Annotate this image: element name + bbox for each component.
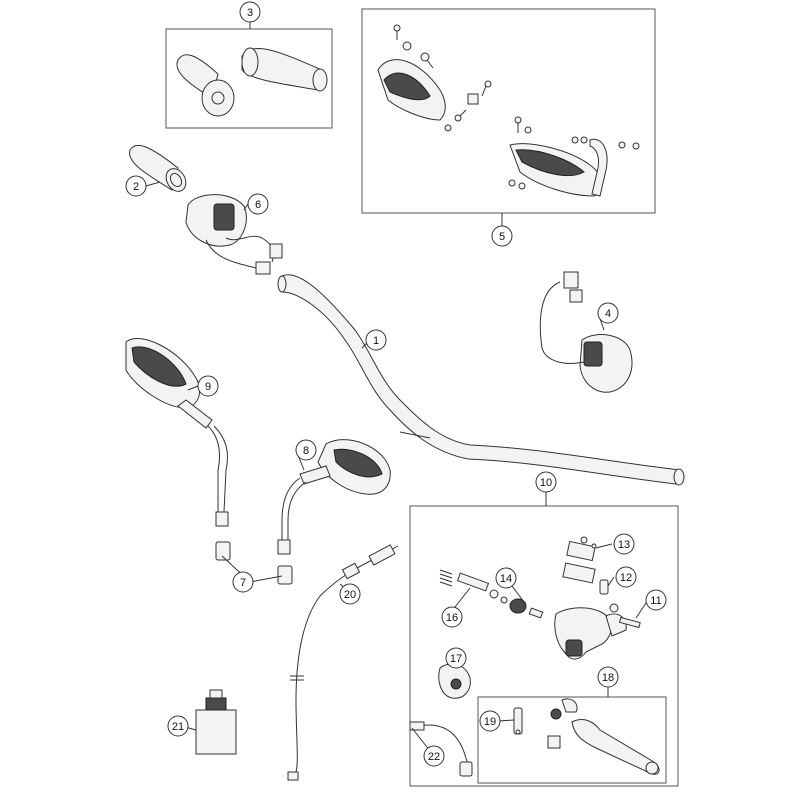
piston-spring-parts <box>439 569 508 604</box>
callout-circle <box>239 1 261 23</box>
callout-circle <box>645 589 667 611</box>
callout-label: 7 <box>240 577 246 589</box>
callout-label: 12 <box>620 572 632 584</box>
pin-part-19 <box>513 707 523 735</box>
callout-14: 14 <box>495 567 517 589</box>
callout-circle <box>339 583 361 605</box>
callout-label: 3 <box>247 7 253 19</box>
group-box-brake-lever <box>477 696 667 784</box>
callout-circle <box>247 193 269 215</box>
callout-circle <box>423 745 445 767</box>
brake-fluid-bottle-part <box>195 689 237 755</box>
boot-part-14 <box>509 598 544 619</box>
callout-5: 5 <box>491 225 513 247</box>
callout-circle <box>495 567 517 589</box>
callout-circle <box>597 666 619 688</box>
callout-label: 11 <box>650 595 661 607</box>
callout-9: 9 <box>197 375 219 397</box>
brake-master-cylinder-part <box>554 607 627 660</box>
callout-18: 18 <box>597 666 619 688</box>
callout-circle <box>597 302 619 324</box>
callout-6: 6 <box>247 193 269 215</box>
callout-label: 5 <box>499 231 505 243</box>
callout-label: 17 <box>450 653 462 665</box>
callout-8: 8 <box>295 439 317 461</box>
group-box-brake-assembly <box>409 505 679 787</box>
callout-circle <box>197 375 219 397</box>
callout-label: 4 <box>605 308 611 320</box>
callout-circle <box>445 647 467 669</box>
callout-17: 17 <box>445 647 467 669</box>
group-box-handguards <box>361 8 656 214</box>
callout-label: 9 <box>205 381 211 393</box>
callout-circle <box>535 471 557 493</box>
callout-circle <box>491 225 513 247</box>
callout-circle <box>232 571 254 593</box>
callout-circle <box>365 329 387 351</box>
callout-circle <box>615 566 637 588</box>
bolt-parts-11 <box>609 603 641 629</box>
group-box-grips <box>165 28 333 129</box>
callout-label: 13 <box>618 539 630 551</box>
callout-16: 16 <box>441 606 463 628</box>
callout-label: 14 <box>500 573 512 585</box>
handguard-right-part <box>508 116 640 197</box>
callout-label: 20 <box>344 589 356 601</box>
callout-label: 2 <box>133 181 139 193</box>
callout-21: 21 <box>167 715 189 737</box>
reservoir-cap-part-13 <box>562 536 597 584</box>
grip-part <box>129 145 187 192</box>
callout-1: 1 <box>365 329 387 351</box>
left-mirror-part <box>125 337 231 561</box>
handguard-left-part <box>377 24 492 132</box>
callout-label: 8 <box>303 445 309 457</box>
callout-label: 6 <box>255 199 261 211</box>
right-mirror-part <box>277 439 391 585</box>
callout-4: 4 <box>597 302 619 324</box>
callout-22: 22 <box>423 745 445 767</box>
brake-switch-sensor-part <box>409 721 473 777</box>
callout-label: 21 <box>172 721 184 733</box>
brake-lever-part <box>547 698 660 775</box>
callout-7: 7 <box>232 571 254 593</box>
callout-circle <box>613 533 635 555</box>
bushing-part-12 <box>599 579 609 595</box>
callout-20: 20 <box>339 583 361 605</box>
callout-10: 10 <box>535 471 557 493</box>
callout-19: 19 <box>479 710 501 732</box>
callout-circle <box>167 715 189 737</box>
right-switch-part <box>539 271 633 393</box>
callout-13: 13 <box>613 533 635 555</box>
callout-2: 2 <box>125 175 147 197</box>
callout-3: 3 <box>239 1 261 23</box>
cable-part <box>287 544 399 781</box>
clamp-part-17 <box>438 663 471 699</box>
callout-circle <box>441 606 463 628</box>
callout-circle <box>125 175 147 197</box>
callout-label: 10 <box>540 477 552 489</box>
grips-set-part <box>176 47 328 117</box>
callout-label: 1 <box>373 335 379 347</box>
callout-label: 19 <box>484 716 496 728</box>
handlebar-part <box>277 274 685 486</box>
callout-label: 16 <box>446 612 458 624</box>
callout-circle <box>479 710 501 732</box>
callout-label: 22 <box>428 751 440 763</box>
callout-11: 11 <box>645 589 667 611</box>
callout-12: 12 <box>615 566 637 588</box>
left-switch-part <box>185 194 283 275</box>
callout-circle <box>295 439 317 461</box>
callout-label: 18 <box>602 672 614 684</box>
